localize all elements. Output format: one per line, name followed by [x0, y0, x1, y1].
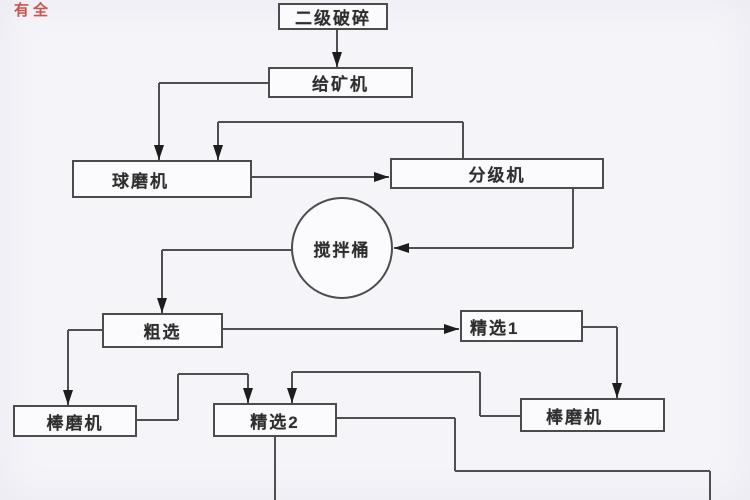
node-rod-mill-left: 棒磨机 [13, 405, 137, 437]
node-label-cleaner-1: 精选1 [470, 318, 520, 338]
connector-classifier-return-to-ballmill [218, 121, 463, 123]
arrowhead-rougher-to-cleaner1 [444, 324, 459, 334]
node-cleaner-2: 精选2 [213, 403, 337, 437]
connector-crushing-to-feeder [336, 29, 338, 67]
node-label-mixing-tank: 搅拌桶 [313, 240, 371, 260]
node-classifier: 分级机 [390, 158, 604, 189]
arrowhead-mixingtank-to-rougher [157, 298, 167, 313]
connector-feeder-to-ballmill [159, 82, 268, 84]
arrowhead-rougher-to-rodmill-left [63, 390, 73, 405]
node-ore-feeder: 给矿机 [268, 67, 413, 98]
connector-cleaner1-to-rodmill-right [583, 326, 617, 328]
node-label-cleaner-2: 精选2 [250, 412, 300, 432]
connector-cleaner1-to-rodmill-right [616, 327, 618, 398]
connector-classifier-return-to-ballmill [462, 122, 464, 158]
watermark-glyph-1: 有 [14, 2, 30, 19]
connector-feeder-to-ballmill [158, 83, 160, 160]
node-secondary-crushing: 二级破碎 [278, 3, 388, 30]
connector-classifier-to-mixingtank [394, 247, 573, 249]
arrowhead-crushing-to-feeder [332, 52, 342, 67]
arrowhead-classifier-return-to-ballmill [213, 145, 223, 160]
connector-ballmill-to-classifier [252, 176, 389, 178]
connector-cleaner2-out-bottom [274, 437, 276, 500]
connector-cleaner2-out-right [709, 471, 711, 500]
red-watermark: 有 全 [14, 2, 48, 19]
connector-classifier-to-mixingtank [572, 188, 574, 248]
node-rougher: 粗选 [102, 313, 223, 348]
arrowhead-classifier-to-mixingtank [394, 243, 409, 253]
node-label-rougher: 粗选 [143, 323, 182, 342]
connector-mixingtank-to-rougher [162, 249, 292, 251]
connector-cleaner2-out-right [337, 417, 455, 419]
node-label-classifier: 分级机 [468, 166, 526, 185]
connector-rodmill-right-to-cleaner2 [291, 372, 293, 403]
connector-cleaner2-out-right [455, 470, 710, 472]
connector-rougher-to-rodmill-left [68, 329, 102, 331]
node-label-ball-mill: 球磨机 [112, 171, 169, 191]
connector-rodmill-right-to-cleaner2 [479, 372, 481, 416]
connector-rougher-to-rodmill-left [67, 330, 69, 405]
connector-rodmill-left-to-cleaner2 [177, 374, 179, 420]
node-mixing-tank: 搅拌桶 [291, 197, 393, 299]
connector-mixingtank-to-rougher [161, 250, 163, 313]
node-label-rod-mill-right: 棒磨机 [546, 407, 603, 427]
connector-rodmill-right-to-cleaner2 [292, 371, 480, 373]
connector-rodmill-left-to-cleaner2 [178, 373, 248, 375]
node-ball-mill: 球磨机 [72, 160, 252, 198]
arrowhead-rodmill-left-to-cleaner2 [243, 388, 253, 403]
arrowhead-feeder-to-ballmill [154, 145, 164, 160]
arrowhead-ballmill-to-classifier [374, 172, 389, 182]
node-label-ore-feeder: 给矿机 [312, 75, 369, 94]
connector-rougher-to-cleaner1 [223, 328, 459, 330]
arrowhead-rodmill-right-to-cleaner2 [287, 388, 297, 403]
node-rod-mill-right: 棒磨机 [520, 398, 665, 432]
connector-rodmill-right-to-cleaner2 [480, 415, 520, 417]
node-cleaner-1: 精选1 [460, 310, 583, 342]
node-label-rod-mill-left: 棒磨机 [46, 413, 104, 433]
watermark-glyph-2: 全 [33, 2, 49, 19]
connector-rodmill-left-to-cleaner2 [137, 419, 178, 421]
arrowhead-cleaner1-to-rodmill-right [612, 383, 622, 398]
node-label-secondary-crushing: 二级破碎 [295, 9, 371, 28]
connector-cleaner2-out-right [454, 418, 456, 471]
connector-classifier-return-to-ballmill [217, 122, 219, 160]
